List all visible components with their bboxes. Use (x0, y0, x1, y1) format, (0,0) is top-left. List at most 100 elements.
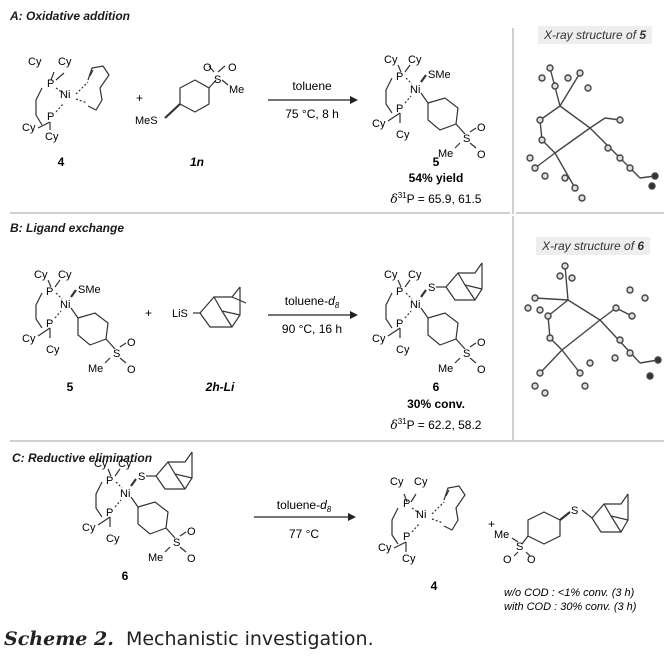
compound-4-structure (391, 485, 466, 552)
section-b-title: B: Ligand exchange (10, 221, 125, 235)
nmr-shift: δ31P = 62.2, 58.2 (391, 417, 482, 432)
compound-4-structure (35, 65, 110, 130)
p-label: P (47, 111, 54, 123)
compound-label-6: 6 (433, 380, 440, 394)
cy-label: Cy (58, 56, 72, 68)
o-label: O (503, 554, 512, 566)
me-label: Me (438, 148, 453, 160)
mes-label: MeS (135, 115, 158, 127)
condition-temp-time: 90 °C, 16 h (282, 322, 342, 336)
compound-6-structure (95, 451, 193, 553)
section-c-title: C: Reductive elimination (12, 451, 153, 465)
compound-label-5: 5 (433, 155, 440, 169)
s-label: S (138, 471, 145, 483)
section-a-scheme: Cy Cy P Ni P Cy Cy 4 + O O S Me MeS 1n t… (22, 54, 486, 206)
p-label: P (396, 103, 403, 115)
plus-sign: + (136, 91, 143, 105)
xray-header-5: X-ray structure of 5 (538, 26, 653, 44)
o-label: O (127, 364, 136, 376)
p-label: P (396, 318, 403, 330)
s-label: S (428, 282, 435, 294)
arrow-head (350, 96, 358, 104)
s-label: S (113, 348, 120, 360)
lis-label: LiS (172, 308, 188, 320)
s-label: S (516, 541, 523, 553)
compound-label-4: 4 (58, 155, 65, 169)
compound-label-4: 4 (431, 579, 438, 593)
conversion-label: 30% conv. (407, 397, 465, 411)
p-label: P (106, 507, 113, 519)
note-without-cod: w/o COD : <1% conv. (3 h) (504, 587, 635, 599)
condition-solvent: toluene-d8 (285, 294, 340, 310)
o-label: O (187, 526, 196, 538)
p-label: P (47, 78, 54, 90)
o-label: O (477, 337, 486, 349)
xray-structure-5 (526, 64, 659, 202)
adamantyl-structure (193, 286, 247, 328)
condition-temp: 77 °C (289, 527, 319, 541)
p-label: P (403, 498, 410, 510)
cy-label: Cy (22, 122, 36, 134)
o-label: O (203, 62, 212, 74)
cy-label: Cy (384, 269, 398, 281)
condition-solvent: toluene (292, 79, 332, 93)
compound-6-structure (385, 262, 483, 364)
o-label: O (228, 62, 237, 74)
xray-structure-6 (524, 262, 662, 397)
compound-1n-structure (164, 65, 229, 119)
ni-label: Ni (120, 488, 130, 500)
plus-sign: + (488, 517, 495, 531)
ni-label: Ni (60, 299, 70, 311)
me-label: Me (88, 363, 103, 375)
o-label: O (187, 553, 196, 565)
me-label: Me (148, 552, 163, 564)
arrow-head (348, 513, 356, 521)
thioether-product-structure (511, 493, 629, 557)
cy-label: Cy (414, 476, 428, 488)
o-label: O (477, 122, 486, 134)
cy-label: Cy (372, 118, 386, 130)
cy-label: Cy (396, 344, 410, 356)
o-label: O (477, 149, 486, 161)
condition-temp-time: 75 °C, 8 h (285, 107, 339, 121)
cy-label: Cy (390, 476, 404, 488)
yield-label: 54% yield (409, 171, 464, 185)
section-a-title: A: Oxidative addition (10, 9, 131, 23)
compound-label-1n: 1n (190, 155, 204, 169)
nmr-shift: δ31P = 65.9, 61.5 (391, 191, 482, 206)
o-label: O (477, 364, 486, 376)
ni-label: Ni (410, 84, 420, 96)
caption-text: Mechanistic investigation. (125, 628, 374, 650)
me-label: Me (494, 529, 509, 541)
divider-a-bottom-left (10, 212, 510, 214)
xray-header-6: X-ray structure of 6 (536, 237, 651, 255)
section-b-scheme: Cy Cy P SMe Ni P Cy Cy S O O Me 5 + LiS … (22, 262, 486, 432)
cy-label: Cy (378, 542, 392, 554)
divider-b-bottom (10, 440, 664, 442)
section-c-scheme: Cy Cy P S Ni P Cy Cy S O O Me 6 toluene-… (82, 451, 637, 613)
cy-label: Cy (408, 54, 422, 66)
sme-label: SMe (78, 284, 101, 296)
divider-a-bottom-right (516, 212, 664, 214)
sme-label: SMe (428, 69, 451, 81)
cy-label: Cy (402, 553, 416, 565)
ni-label: Ni (410, 299, 420, 311)
cy-label: Cy (58, 269, 72, 281)
p-label: P (106, 475, 113, 487)
cy-label: Cy (396, 129, 410, 141)
me-label: Me (229, 84, 244, 96)
cy-label: Cy (118, 458, 132, 470)
cy-label: Cy (384, 54, 398, 66)
p-label: P (396, 71, 403, 83)
cy-label: Cy (94, 458, 108, 470)
s-label: S (571, 505, 578, 517)
me-label: Me (438, 363, 453, 375)
divider-vertical-a (512, 28, 514, 214)
compound-label-6: 6 (122, 569, 129, 583)
p-label: P (403, 531, 410, 543)
cy-label: Cy (22, 333, 36, 345)
plus-sign: + (145, 306, 152, 320)
cy-label: Cy (34, 269, 48, 281)
compound-5-structure (385, 64, 477, 149)
ni-label: Ni (416, 509, 426, 521)
